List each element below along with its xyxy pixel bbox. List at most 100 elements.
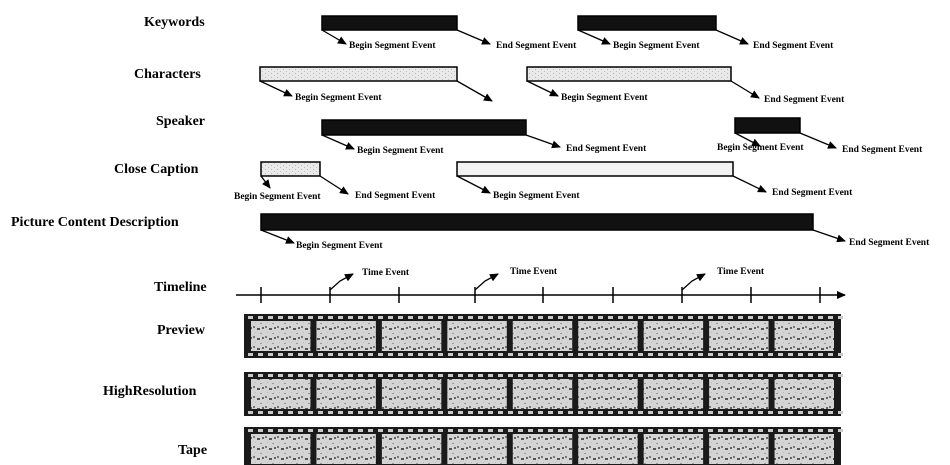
- film-frame: [447, 434, 506, 464]
- film-sprocket: [378, 411, 383, 414]
- film-sprocket: [598, 353, 603, 356]
- begin-event-label: Begin Segment Event: [349, 41, 436, 51]
- film-sprocket: [688, 374, 693, 377]
- film-sprocket: [258, 374, 263, 377]
- film-sprocket: [758, 353, 763, 356]
- segment-bar: [261, 214, 813, 230]
- film-sprocket: [508, 353, 513, 356]
- film-sprocket: [418, 374, 423, 377]
- film-sprocket: [518, 429, 523, 432]
- film-sprocket: [728, 429, 733, 432]
- film-sprocket: [578, 411, 583, 414]
- film-sprocket: [588, 316, 593, 319]
- film-sprocket: [548, 353, 553, 356]
- film-sprocket: [838, 353, 843, 356]
- end-event-label: End Segment Event: [566, 144, 647, 154]
- begin-event-label: Begin Segment Event: [234, 192, 321, 202]
- film-sprocket: [618, 429, 623, 432]
- close-caption-segment-2: Begin Segment Event End Segment Event: [457, 162, 853, 201]
- film-sprocket: [408, 316, 413, 319]
- film-sprocket: [688, 411, 693, 414]
- film-sprocket: [348, 316, 353, 319]
- film-sprocket: [338, 411, 343, 414]
- film-sprocket: [358, 316, 363, 319]
- film-sprocket: [748, 353, 753, 356]
- film-sprocket: [838, 374, 843, 377]
- film-sprocket: [318, 316, 323, 319]
- begin-arrow: [527, 81, 558, 96]
- film-sprocket: [558, 411, 563, 414]
- film-sprocket: [708, 374, 713, 377]
- end-event-label: End Segment Event: [355, 191, 436, 201]
- speaker-segment-2: Begin Segment Event End Segment Event: [717, 118, 923, 155]
- film-sprocket: [518, 316, 523, 319]
- time-event-arrow: [330, 274, 353, 290]
- film-sprocket: [828, 353, 833, 356]
- film-sprocket: [348, 374, 353, 377]
- film-frame: [775, 321, 834, 351]
- film-sprocket: [828, 374, 833, 377]
- filmstrip-highresolution: [244, 372, 843, 416]
- film-sprocket: [728, 374, 733, 377]
- film-frame: [513, 434, 572, 464]
- film-sprocket: [428, 374, 433, 377]
- film-sprocket: [318, 353, 323, 356]
- film-sprocket: [448, 374, 453, 377]
- film-sprocket: [658, 316, 663, 319]
- film-sprocket: [458, 429, 463, 432]
- film-frame: [251, 379, 310, 409]
- film-sprocket: [738, 411, 743, 414]
- film-sprocket: [478, 429, 483, 432]
- begin-arrow: [261, 176, 270, 188]
- begin-arrow: [260, 81, 292, 96]
- segment-bar: [457, 162, 733, 176]
- film-sprocket: [298, 316, 303, 319]
- film-sprocket: [538, 316, 543, 319]
- film-frame: [382, 434, 441, 464]
- film-sprocket: [648, 429, 653, 432]
- film-sprocket: [288, 353, 293, 356]
- film-sprocket: [438, 374, 443, 377]
- film-frame: [251, 321, 310, 351]
- film-sprocket: [678, 316, 683, 319]
- film-sprocket: [488, 316, 493, 319]
- film-sprocket: [768, 353, 773, 356]
- close-caption-segment-1: Begin Segment Event End Segment Event: [234, 162, 436, 202]
- film-frame: [382, 321, 441, 351]
- time-event-2: Time Event: [475, 267, 558, 290]
- film-sprocket: [368, 316, 373, 319]
- film-sprocket: [568, 353, 573, 356]
- film-sprocket: [318, 429, 323, 432]
- film-sprocket: [698, 429, 703, 432]
- end-arrow: [716, 30, 748, 44]
- film-sprocket: [818, 374, 823, 377]
- film-sprocket: [378, 353, 383, 356]
- film-frame: [316, 321, 375, 351]
- film-sprocket: [668, 316, 673, 319]
- film-sprocket: [608, 316, 613, 319]
- segment-bar: [735, 118, 800, 133]
- film-sprocket: [418, 411, 423, 414]
- film-sprocket: [358, 374, 363, 377]
- film-sprocket: [458, 411, 463, 414]
- film-frame: [447, 321, 506, 351]
- end-arrow: [526, 135, 560, 147]
- film-sprocket: [808, 316, 813, 319]
- film-sprocket: [618, 316, 623, 319]
- end-event-label: End Segment Event: [842, 145, 923, 155]
- film-sprocket: [758, 374, 763, 377]
- film-sprocket: [718, 374, 723, 377]
- film-sprocket: [438, 429, 443, 432]
- film-sprocket: [788, 353, 793, 356]
- film-sprocket: [528, 429, 533, 432]
- end-arrow: [731, 81, 759, 98]
- film-sprocket: [648, 411, 653, 414]
- time-event-1: Time Event: [330, 268, 410, 290]
- film-sprocket: [388, 374, 393, 377]
- film-sprocket: [668, 429, 673, 432]
- film-sprocket: [768, 316, 773, 319]
- film-sprocket: [288, 411, 293, 414]
- film-sprocket: [598, 411, 603, 414]
- film-sprocket: [498, 316, 503, 319]
- film-sprocket: [728, 353, 733, 356]
